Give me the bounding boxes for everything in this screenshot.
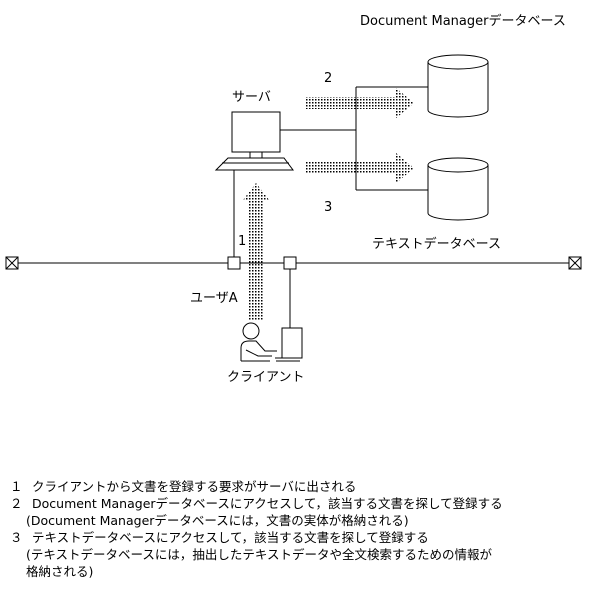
legend-text: (テキストデータベースには，抽出したテキストデータや全文検索するための情報が <box>26 547 493 562</box>
legend-text: (Document Managerデータベースには，文書の実体が格納される) <box>26 513 409 528</box>
client-label: クライアント <box>227 370 304 385</box>
left-terminator-icon <box>5 256 19 270</box>
server-network-node <box>227 256 241 270</box>
arrow-step-3 <box>305 153 414 183</box>
legend-number: ２ <box>10 496 23 511</box>
legend-text: Document Managerデータベースにアクセスして，該当する文書を探して… <box>32 496 503 511</box>
db-top-title: Document Managerデータベース <box>360 13 566 29</box>
right-terminator-icon <box>568 256 582 270</box>
client-network-node <box>283 256 297 270</box>
arrow-step-2 <box>305 88 414 118</box>
server-label: サーバ <box>232 90 271 105</box>
legend-item: ２ Document Managerデータベースにアクセスして，該当する文書を探し… <box>6 495 601 512</box>
legend-item: １ クライアントから文書を登録する要求がサーバに出される <box>6 478 601 495</box>
step-2-label: 2 <box>324 71 332 86</box>
client-user-icon <box>240 322 277 362</box>
legend-text: クライアントから文書を登録する要求がサーバに出される <box>32 479 357 494</box>
legend: １ クライアントから文書を登録する要求がサーバに出される ２ Document Ma… <box>6 478 601 580</box>
step-1-label: 1 <box>238 234 246 249</box>
server-computer-icon <box>214 111 294 171</box>
legend-text: テキストデータベースにアクセスして，該当する文書を探して登録する <box>32 530 429 545</box>
legend-number: ３ <box>10 530 23 545</box>
legend-text: 格納される) <box>26 564 94 579</box>
db-bottom-title: テキストデータベース <box>372 236 501 252</box>
step-3-label: 3 <box>324 200 332 215</box>
legend-number: １ <box>10 479 23 494</box>
legend-item: (Document Managerデータベースには，文書の実体が格納される) <box>6 512 601 529</box>
system-diagram: Document Managerデータベース テキストデータベース 2 3 サー… <box>5 13 582 385</box>
client-computer-icon <box>275 327 303 362</box>
arrow-step-1 <box>243 183 269 320</box>
legend-item: 格納される) <box>6 563 601 580</box>
legend-item: ３ テキストデータベースにアクセスして，該当する文書を探して登録する <box>6 529 601 546</box>
legend-item: (テキストデータベースには，抽出したテキストデータや全文検索するための情報が <box>6 546 601 563</box>
user-a-label: ユーザA <box>190 291 238 306</box>
text-database-icon <box>427 157 489 221</box>
document-manager-database-icon <box>427 54 489 118</box>
